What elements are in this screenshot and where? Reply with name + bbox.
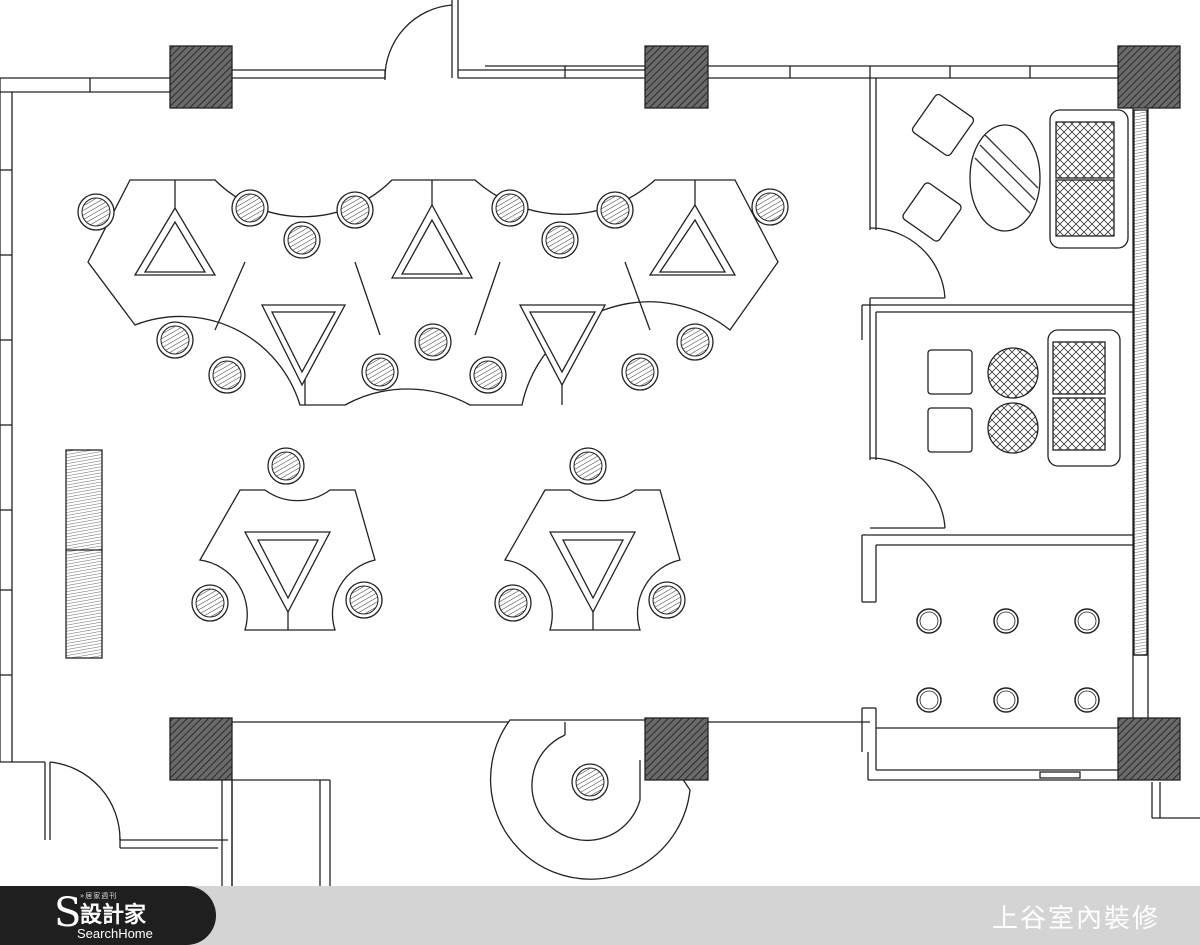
logo-title: 設計家: [80, 902, 147, 928]
north-door: [384, 0, 459, 80]
meeting-room-upper: [902, 93, 1129, 249]
storage-shelf: [65, 449, 103, 659]
logo-tagline: »居家週刊: [80, 892, 118, 900]
column: [169, 45, 233, 109]
east-rooms: [861, 78, 1200, 945]
workstation-cluster-upper: [87, 179, 779, 406]
bar-stools: [916, 608, 1100, 713]
north-window-wall: [0, 65, 1118, 93]
workstation-cluster-left: [198, 489, 376, 631]
column: [169, 717, 233, 781]
column: [644, 717, 709, 781]
column: [1117, 45, 1181, 109]
meeting-room-lower: [927, 329, 1121, 467]
column: [1117, 717, 1181, 781]
searchhome-logo: S »居家週刊 設計家 SearchHome: [0, 886, 216, 945]
workstation-cluster-right: [503, 489, 681, 631]
west-window-wall: [0, 78, 46, 840]
logo-subtitle: SearchHome: [77, 926, 153, 941]
studio-name: 上谷室內裝修: [991, 904, 1160, 934]
southwest-door: [49, 761, 228, 849]
column: [644, 45, 709, 109]
logo-s-glyph-icon: S: [54, 890, 82, 936]
